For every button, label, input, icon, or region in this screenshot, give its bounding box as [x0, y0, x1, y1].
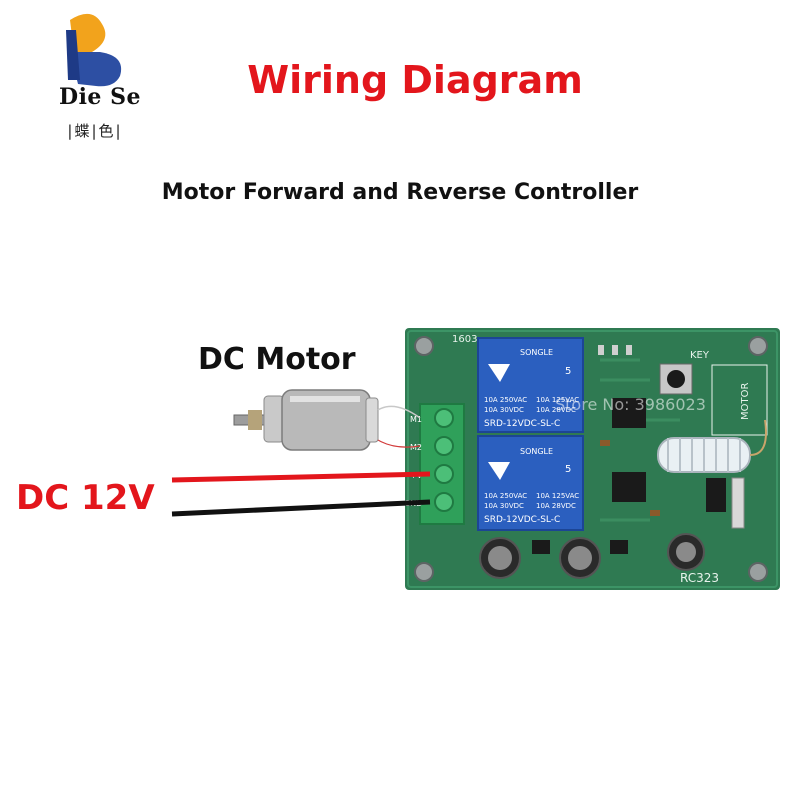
relay-logo-icon: [488, 364, 510, 382]
relay-rating: 10A 125VAC: [536, 492, 579, 500]
relay-pin-label: 5: [565, 366, 571, 377]
store-watermark: Store No: 3986023: [555, 395, 706, 414]
relay-top: SONGLE 5 10A 250VAC 10A 125VAC 10A 30VDC…: [477, 337, 584, 433]
motor-silk-label: MOTOR: [740, 383, 751, 420]
antenna-coil-icon: [657, 419, 767, 473]
ground-wire: [171, 499, 431, 517]
relay-bottom: SONGLE 5 10A 250VAC 10A 125VAC 10A 30VDC…: [477, 435, 584, 531]
dc-motor-icon: [233, 389, 379, 451]
motor-wire: [377, 439, 421, 448]
relay-model: SRD-12VDC-SL-C: [484, 419, 560, 429]
key-button: [659, 363, 693, 395]
mounting-hole: [748, 336, 768, 356]
relay-rating: 10A 28VDC: [536, 502, 576, 510]
relay-brand: SONGLE: [520, 447, 553, 456]
relay-rating: 10A 250VAC: [484, 492, 527, 500]
relay-brand: SONGLE: [520, 348, 553, 357]
page-subtitle: Motor Forward and Reverse Controller: [161, 180, 639, 205]
ic-chip: [612, 398, 646, 428]
relay-rating: 10A 30VDC: [484, 406, 524, 414]
terminal-label: M1: [410, 415, 422, 424]
motor-wire: [377, 405, 421, 419]
ic-chip: [612, 472, 646, 502]
pcb-model-bottom: RC323: [680, 571, 719, 585]
relay-rating: 10A 125VAC: [536, 396, 579, 404]
brand-logo-icon: [66, 13, 122, 87]
positive-wire: [171, 471, 431, 483]
capacitor: [667, 533, 705, 571]
relay-model: SRD-12VDC-SL-C: [484, 515, 560, 525]
relay-rating: 10A 28VDC: [536, 406, 576, 414]
capacitor: [479, 537, 521, 579]
ic-chip: [706, 478, 726, 512]
page-title: Wiring Diagram: [247, 58, 583, 102]
crystal: [731, 477, 745, 529]
terminal-label: M2: [410, 443, 422, 452]
capacitor: [559, 537, 601, 579]
relay-pin-label: 5: [565, 464, 571, 475]
pcb-model-top: 1603: [452, 334, 477, 345]
transistor: [610, 540, 628, 554]
key-silk-label: KEY: [690, 350, 710, 361]
motor-label: DC Motor: [198, 342, 356, 377]
relay-logo-icon: [488, 462, 510, 480]
brand-chinese-name: |蝶|色|: [67, 122, 123, 140]
mounting-hole: [414, 562, 434, 582]
power-voltage-label: DC 12V: [16, 478, 155, 518]
brand-name: Die Se: [59, 84, 141, 110]
relay-rating: 10A 30VDC: [484, 502, 524, 510]
mounting-hole: [414, 336, 434, 356]
transistor: [532, 540, 550, 554]
mounting-hole: [748, 562, 768, 582]
relay-rating: 10A 250VAC: [484, 396, 527, 404]
